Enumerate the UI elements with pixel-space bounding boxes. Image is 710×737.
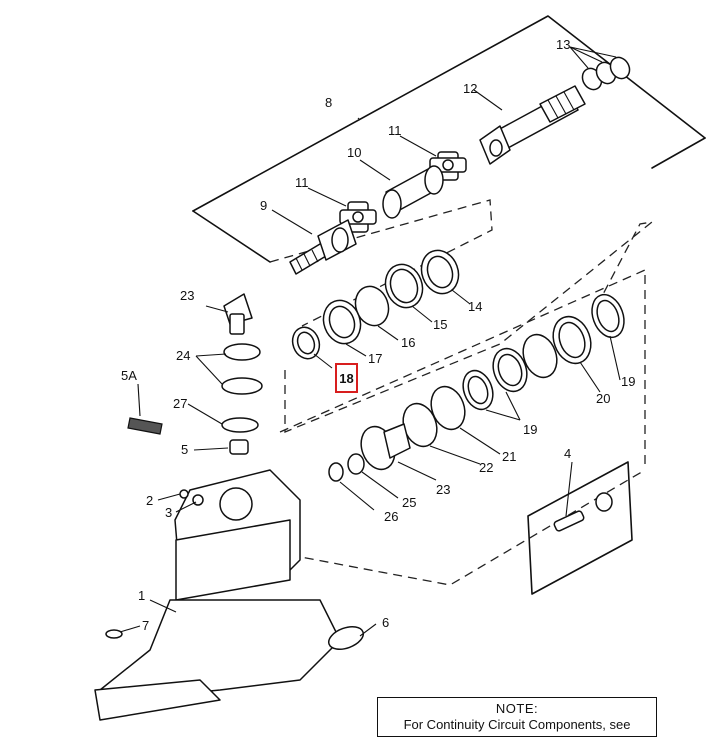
- part-shim-ring: [522, 333, 558, 379]
- note-box: NOTE: For Continuity Circuit Components,…: [377, 697, 657, 737]
- callout-10: 10: [347, 145, 361, 160]
- part-10-center-yoke: [382, 165, 444, 219]
- part-4-spring-kit: [527, 461, 633, 595]
- part-19-bearing-upper: [591, 293, 625, 339]
- callout-17: 17: [368, 351, 382, 366]
- part-11-ujoint-upper: [429, 151, 467, 181]
- callout-9: 9: [260, 198, 267, 213]
- part-2-screw: [179, 489, 189, 499]
- callout-22: 22: [479, 460, 493, 475]
- callout-5a: 5A: [121, 368, 137, 383]
- leader-lines: [119, 89, 621, 637]
- callout-18-highlighted: 18: [335, 363, 358, 393]
- callout-23-upper: 23: [180, 288, 194, 303]
- part-25-washer: [347, 453, 365, 475]
- note-title: NOTE:: [495, 701, 539, 716]
- callout-21: 21: [502, 449, 516, 464]
- callout-26: 26: [384, 509, 398, 524]
- callout-16: 16: [401, 335, 415, 350]
- callout-6: 6: [382, 615, 389, 630]
- callout-24: 24: [176, 348, 190, 363]
- callout-labels: 13 12 8 11 10 11 9 23 14 15 16 17 24 5A …: [121, 37, 635, 633]
- callout-1: 1: [138, 588, 145, 603]
- callout-8: 8: [325, 95, 332, 110]
- callout-23-lower: 23: [436, 482, 450, 497]
- callout-11-lower: 11: [295, 175, 309, 190]
- part-1-gear-housing: [94, 469, 365, 721]
- part-9-lower-driveshaft: [289, 219, 357, 275]
- callout-13: 13: [556, 37, 570, 52]
- part-24-bearing: [221, 343, 263, 395]
- callout-27: 27: [173, 396, 187, 411]
- part-3-washer: [192, 494, 204, 506]
- callout-14: 14: [468, 299, 482, 314]
- callout-20: 20: [596, 391, 610, 406]
- callout-2: 2: [146, 493, 153, 508]
- part-18-seal: [291, 326, 321, 360]
- part-cup-lower: [492, 347, 528, 393]
- callout-4: 4: [564, 446, 571, 461]
- part-15-ring: [384, 263, 424, 309]
- callout-12: 12: [463, 81, 477, 96]
- part-23-pinion-gear-upper: [223, 293, 253, 335]
- part-13-orings: [569, 46, 631, 91]
- part-5a-clip: [127, 417, 163, 435]
- callout-19-lower: 19: [523, 422, 537, 437]
- note-body: For Continuity Circuit Components, see: [403, 717, 631, 732]
- callout-7: 7: [142, 618, 149, 633]
- callout-15: 15: [433, 317, 447, 332]
- part-21-oring: [430, 385, 466, 431]
- callout-11-upper: 11: [388, 123, 402, 138]
- callout-3: 3: [165, 505, 172, 520]
- callout-18-label: 18: [339, 370, 354, 386]
- callout-5: 5: [181, 442, 188, 457]
- part-27-shim: [221, 417, 259, 433]
- part-5-nut: [229, 439, 249, 455]
- callout-19-upper: 19: [621, 374, 635, 389]
- part-7-plug: [105, 629, 123, 639]
- part-26-nut: [328, 462, 344, 482]
- part-19-bearing-lower: [462, 369, 494, 411]
- part-23-pinion-gear-lower: [360, 423, 411, 471]
- part-12-upper-driveshaft: [479, 85, 586, 165]
- driveshaft-bracket: [192, 15, 706, 263]
- part-14-bearing: [420, 249, 460, 295]
- part-17-cup: [322, 299, 362, 345]
- part-11-ujoint-lower: [339, 201, 377, 233]
- callout-25: 25: [402, 495, 416, 510]
